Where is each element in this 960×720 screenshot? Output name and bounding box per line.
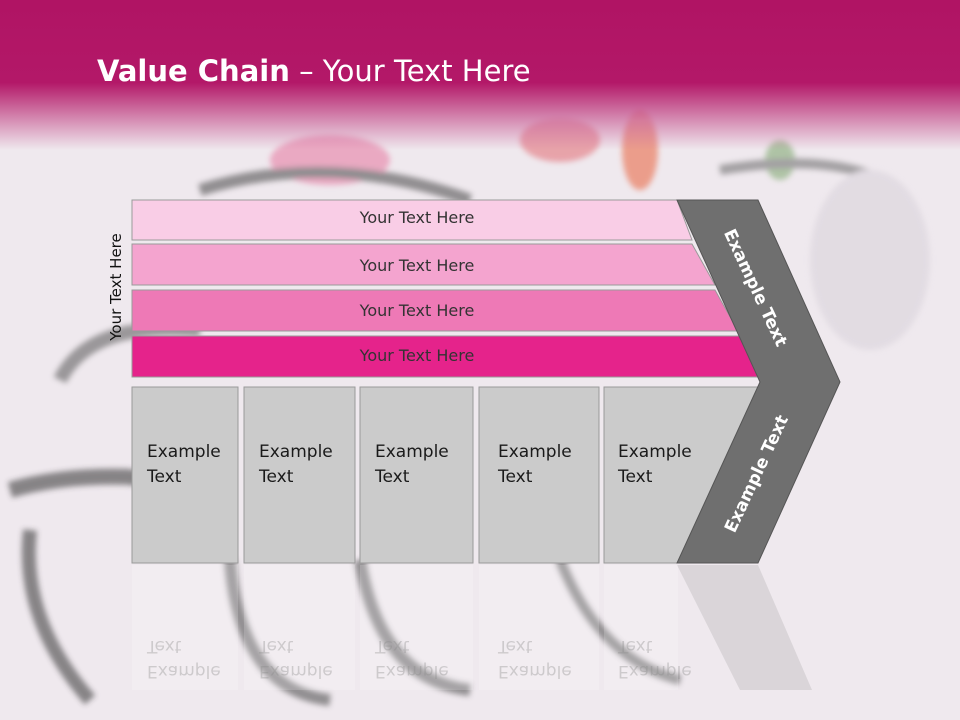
- title-bold: Value Chain: [97, 54, 290, 88]
- band-1: [131, 199, 693, 241]
- column-reflection-4: [479, 565, 599, 690]
- band-label-2: Your Text Here: [359, 256, 475, 275]
- column-reflection-1: [132, 565, 238, 690]
- slide-title: Value Chain – Your Text Here: [97, 54, 531, 88]
- title-rest: – Your Text Here: [299, 54, 531, 88]
- column-reflection-2: [244, 565, 355, 690]
- column-box-4: [478, 386, 600, 564]
- header-bar: [0, 0, 960, 150]
- band-label-3: Your Text Here: [359, 301, 475, 320]
- column-box-3: [359, 386, 474, 564]
- column-reflection-5: [604, 565, 678, 690]
- column-box-2: [243, 386, 356, 564]
- column-reflection-3: [360, 565, 473, 690]
- band-label-4: Your Text Here: [359, 346, 475, 365]
- band-2: [131, 243, 716, 286]
- chevron-arrow: [676, 199, 841, 564]
- band-label-1: Your Text Here: [359, 208, 475, 227]
- chevron-reflection: [677, 565, 812, 690]
- column-box-1: [131, 386, 239, 564]
